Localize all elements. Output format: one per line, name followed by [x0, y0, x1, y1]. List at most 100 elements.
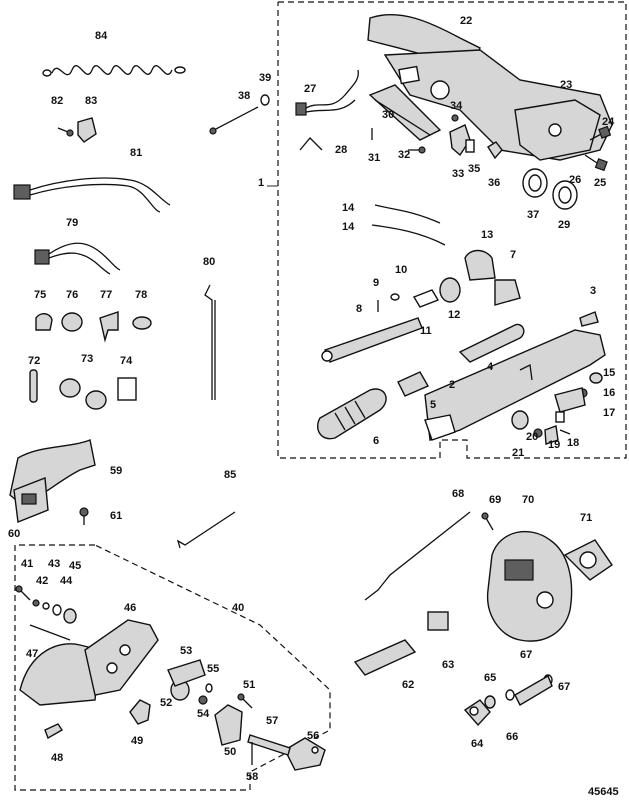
- oring-67a: [505, 689, 515, 701]
- callout-85: 85: [224, 469, 236, 481]
- screw-42: [15, 585, 31, 601]
- washer-43: [32, 599, 40, 607]
- callout-56: 56: [307, 730, 319, 742]
- callout-44: 44: [60, 575, 73, 587]
- callout-37: 37: [527, 209, 539, 221]
- callout-51: 51: [243, 679, 255, 691]
- clip-76: [35, 313, 53, 331]
- bolt-39: [209, 106, 259, 135]
- stop-switch-28: [295, 69, 359, 116]
- callout-20: 20: [526, 431, 538, 443]
- callout-54: 54: [197, 708, 210, 720]
- callout-82: 82: [51, 95, 63, 107]
- plate-51: [214, 704, 243, 746]
- callout-6: 6: [373, 435, 379, 447]
- tiller-assembly-outline: [277, 1, 627, 459]
- bolt-26: [584, 154, 608, 172]
- tube-63: [353, 639, 417, 676]
- callout-18: 18: [567, 437, 579, 449]
- callout-49: 49: [131, 735, 143, 747]
- nut-55: [198, 695, 208, 705]
- grip-4: [458, 323, 525, 363]
- callout-76: 76: [66, 289, 78, 301]
- callout-9: 9: [373, 277, 379, 289]
- clip-78: [99, 311, 119, 343]
- callout-63: 63: [442, 659, 454, 671]
- callout-40: 40: [232, 602, 244, 614]
- callout-17: 17: [603, 407, 615, 419]
- callout-72: 72: [28, 355, 40, 367]
- callout-65: 65: [484, 672, 496, 684]
- callout-74: 74: [120, 355, 133, 367]
- callout-57: 57: [266, 715, 278, 727]
- washer-44: [42, 602, 50, 610]
- callout-81: 81: [130, 147, 142, 159]
- callout-46: 46: [124, 602, 136, 614]
- callout-14: 14: [342, 221, 355, 233]
- callout-61: 61: [110, 510, 122, 522]
- callout-4: 4: [487, 361, 494, 373]
- callout-68: 68: [452, 488, 464, 500]
- plate-11: [412, 289, 440, 308]
- bearing-12: [439, 277, 461, 303]
- link-86: [176, 511, 236, 549]
- bracket-17: [554, 387, 586, 413]
- callout-86: 86: [0, 0, 12, 3]
- seal-49: [44, 723, 63, 740]
- callout-41: 41: [21, 558, 33, 570]
- cover-13: [464, 249, 496, 281]
- callout-26: 26: [569, 174, 581, 186]
- clip-37: [487, 141, 503, 160]
- switch-harness-80: [34, 242, 121, 275]
- callout-47: 47: [26, 648, 38, 660]
- cam-50: [129, 699, 151, 725]
- bracket-31: [368, 84, 442, 141]
- washer-30-inner: [558, 186, 572, 204]
- callout-67: 67: [520, 649, 532, 661]
- plug-15: [589, 372, 603, 384]
- gear-5: [397, 371, 429, 397]
- nut-21: [533, 428, 543, 438]
- arm-57: [284, 737, 326, 771]
- tube-68: [514, 674, 553, 706]
- callout-77: 77: [100, 289, 112, 301]
- callout-73: 73: [81, 353, 93, 365]
- callout-33: 33: [452, 168, 464, 180]
- screw-19: [559, 429, 571, 435]
- callout-10: 10: [395, 264, 407, 276]
- fitting-65: [463, 699, 491, 727]
- shaft-58: [247, 734, 291, 756]
- callout-70: 70: [522, 494, 534, 506]
- callout-62: 62: [402, 679, 414, 691]
- callout-69: 69: [489, 494, 501, 506]
- callout-78: 78: [135, 289, 147, 301]
- callout-5: 5: [430, 399, 436, 411]
- callout-60: 60: [8, 528, 20, 540]
- callout-58: 58: [246, 771, 258, 783]
- gear-46: [63, 608, 77, 624]
- screw-83: [57, 127, 74, 137]
- callout-34: 34: [450, 100, 463, 112]
- screw-70: [481, 512, 494, 531]
- switch-harness-82: [13, 177, 171, 213]
- callout-22: 22: [460, 15, 472, 27]
- callout-55: 55: [207, 663, 219, 675]
- plate-84: [77, 117, 97, 143]
- callout-64: 64: [471, 738, 484, 750]
- cap-77: [61, 312, 83, 332]
- callout-11: 11: [420, 325, 432, 337]
- washer-40: [260, 94, 270, 106]
- cap-66: [484, 695, 496, 709]
- adapter-64: [427, 611, 449, 631]
- washer-10: [390, 293, 400, 301]
- gasket-72: [563, 539, 613, 581]
- screw-33: [408, 146, 426, 154]
- screw-62: [79, 507, 89, 525]
- reference-id: 45645: [588, 786, 619, 798]
- bushing-36: [465, 139, 475, 153]
- pin-35: [451, 114, 459, 122]
- tiller-arm-2: [424, 329, 606, 441]
- callout-43: 43: [48, 558, 60, 570]
- sleeve-73: [29, 369, 38, 403]
